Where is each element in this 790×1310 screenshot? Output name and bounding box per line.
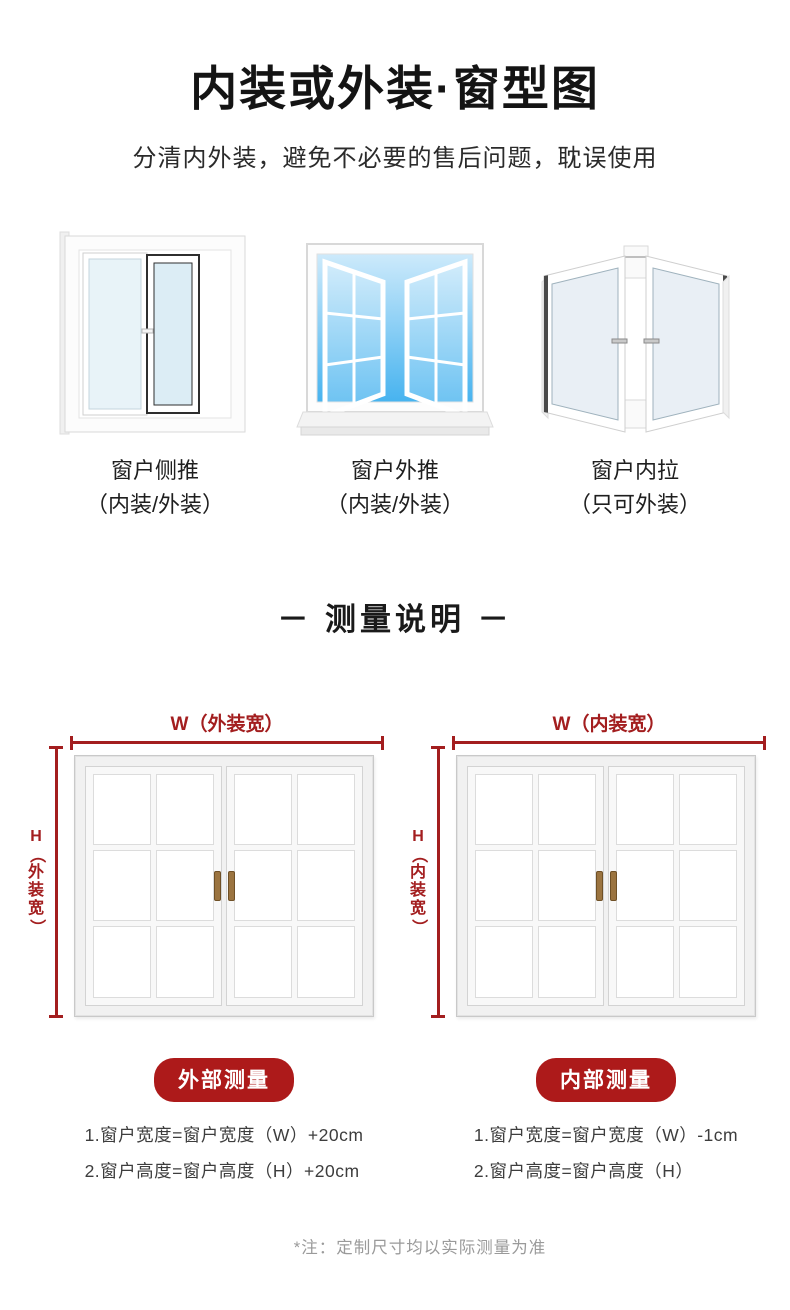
height-measure-label: H（外装宽） (27, 828, 45, 935)
external-measure-formulas: 1.窗户宽度=窗户宽度（W）+20cm 2.窗户高度=窗户高度（H）+20cm (85, 1118, 364, 1190)
window-type-name: 窗户侧推 (110, 457, 199, 483)
external-measure-badge: 外部测量 (154, 1057, 294, 1102)
window-sash (85, 765, 222, 1006)
footnote: *注：定制尺寸均以实际测量为准 (293, 1238, 547, 1257)
width-measure-label: W（外装宽） (170, 713, 284, 735)
page-subtitle: 分清内外装，避免不必要的售后问题，耽误使用 (132, 145, 658, 173)
window-pane (616, 926, 674, 998)
window-pane (93, 850, 151, 922)
window-pane (297, 926, 355, 998)
window-handle (228, 870, 235, 901)
window-pane (156, 773, 214, 846)
width-measure-label: W（内装宽） (552, 713, 666, 735)
window-pane (616, 850, 674, 922)
window-pane (679, 773, 737, 846)
width-measure-line (70, 735, 384, 750)
window-sash (226, 765, 363, 1006)
sliding-window-icon (36, 226, 274, 440)
formula-line: 1.窗户宽度=窗户宽度（W）+20cm (84, 1124, 364, 1145)
height-measure-line (49, 745, 64, 1018)
outward-window-icon (276, 226, 514, 440)
external-measure-diagram: H（外装宽） W（外装宽） (27, 709, 384, 1190)
window-type-sliding: 窗户侧推 （内装/外装） (36, 226, 274, 522)
window-pane (234, 926, 292, 998)
window-type-inward: 窗户内拉 （只可外装） (516, 226, 754, 522)
window-pane (156, 926, 214, 998)
window-handle (596, 870, 603, 901)
measure-diagrams-row: H（外装宽） W（外装宽） (0, 709, 790, 1190)
window-pane (234, 773, 292, 846)
window-type-install: （内装/外装） (325, 491, 465, 517)
measure-section-heading: － 测量说明 － (277, 601, 513, 637)
window-type-install: （只可外装） (568, 491, 701, 517)
internal-measure-badge: 内部测量 (536, 1057, 676, 1102)
window-sash (608, 765, 745, 1006)
grid-window-illustration (74, 754, 374, 1017)
product-infographic: 内装或外装·窗型图 分清内外装，避免不必要的售后问题，耽误使用 窗户侧推 (0, 62, 790, 1310)
window-pane (156, 850, 214, 922)
window-type-install: （内装/外装） (85, 491, 225, 517)
window-pane (297, 773, 355, 846)
inward-window-icon (516, 226, 754, 440)
page-title: 内装或外装·窗型图 (190, 62, 600, 115)
window-sash (467, 765, 604, 1006)
window-type-outward: 窗户外推 （内装/外装） (276, 226, 514, 522)
window-pane (679, 926, 737, 998)
window-type-name: 窗户外推 (350, 457, 439, 483)
window-pane (475, 773, 533, 846)
window-pane (475, 926, 533, 998)
formula-line: 2.窗户高度=窗户高度（H）+20cm (84, 1160, 360, 1181)
formula-line: 2.窗户高度=窗户高度（H） (473, 1160, 694, 1181)
window-pane (93, 773, 151, 846)
window-pane (538, 926, 596, 998)
window-handle (214, 870, 221, 901)
internal-measure-formulas: 1.窗户宽度=窗户宽度（W）-1cm 2.窗户高度=窗户高度（H） (474, 1118, 738, 1190)
window-pane (475, 850, 533, 922)
width-measure-line (452, 735, 766, 750)
window-pane (538, 773, 596, 846)
window-type-name: 窗户内拉 (590, 457, 679, 483)
formula-line: 1.窗户宽度=窗户宽度（W）-1cm (473, 1124, 739, 1145)
height-measure-line (431, 745, 446, 1018)
height-measure-label: H（内装宽） (409, 828, 427, 935)
window-pane (93, 926, 151, 998)
window-pane (616, 773, 674, 846)
window-types-row: 窗户侧推 （内装/外装） (36, 226, 754, 522)
grid-window-illustration (456, 754, 756, 1017)
internal-measure-diagram: H（内装宽） W（内装宽） (409, 709, 766, 1190)
window-handle (610, 870, 617, 901)
window-pane (538, 850, 596, 922)
window-pane (679, 850, 737, 922)
window-pane (297, 850, 355, 922)
window-pane (234, 850, 292, 922)
